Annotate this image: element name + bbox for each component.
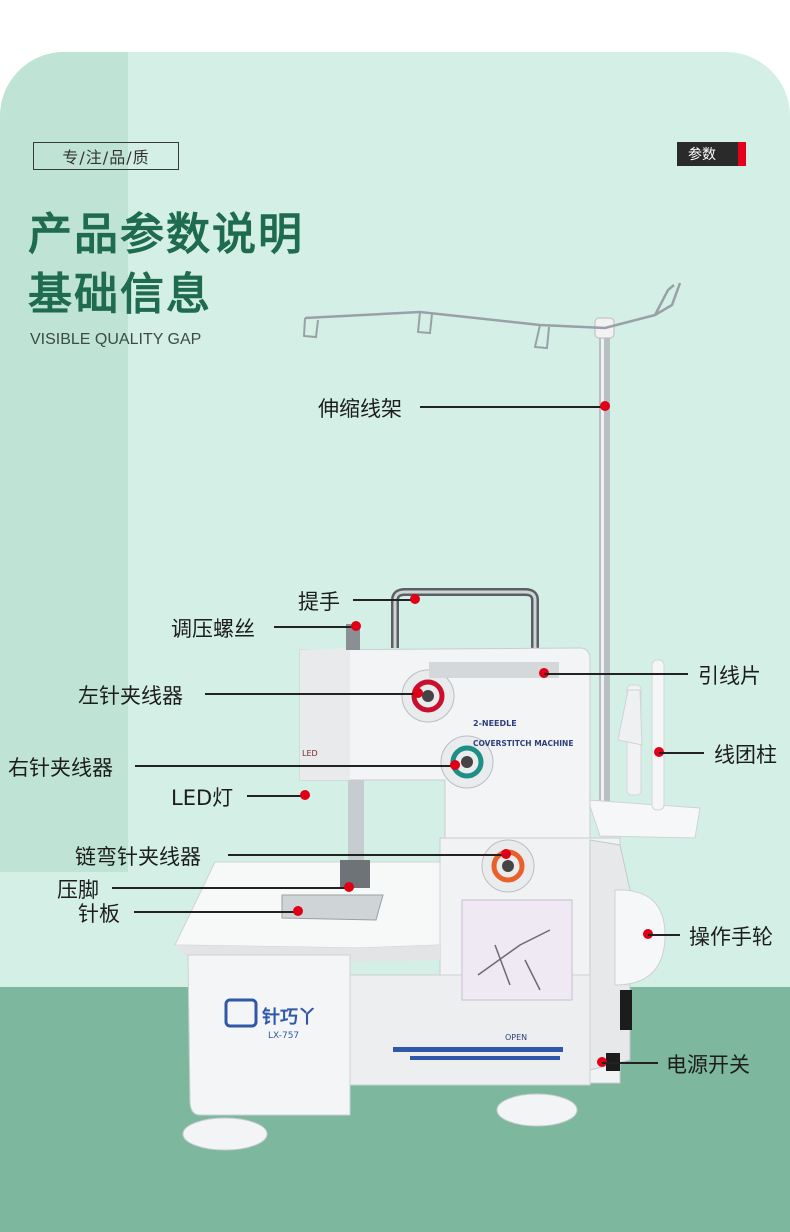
label-left-needle-tension: 左针夹线器 (78, 684, 183, 708)
page-title: 产品参数说明 (28, 209, 304, 260)
marker-spool-stand (600, 401, 610, 411)
label-presser-foot: 压脚 (57, 878, 99, 902)
marker-left-needle-tension (413, 688, 423, 698)
brand-name: 针巧丫 (262, 1006, 316, 1028)
marker-led-light (300, 790, 310, 800)
marker-pressure-screw (351, 621, 361, 631)
leader-handle (353, 599, 415, 601)
machine-body (174, 647, 666, 1151)
leader-handwheel (648, 934, 680, 936)
leader-led-light (247, 795, 305, 797)
marker-presser-foot (344, 882, 354, 892)
tagline: VISIBLE QUALITY GAP (30, 331, 202, 348)
marker-handle (410, 594, 420, 604)
label-handle: 提手 (298, 590, 340, 614)
label-spool-stand: 伸缩线架 (318, 397, 402, 421)
model-name: LX-757 (268, 1031, 299, 1041)
label-thread-guide: 引线片 (698, 664, 761, 688)
leader-presser-foot (112, 887, 349, 889)
carry-handle (391, 588, 539, 648)
background-band (0, 52, 128, 872)
panel-text-1: 2-NEEDLE (473, 719, 517, 728)
brand-logo: 针巧丫 LX-757 (224, 998, 316, 1041)
leader-thread-guide (544, 673, 688, 675)
marker-needle-plate (293, 906, 303, 916)
open-mark: OPEN (505, 1033, 527, 1042)
marker-looper-tension (501, 849, 511, 859)
label-looper-tension: 链弯针夹线器 (75, 845, 201, 869)
label-spool-pin: 线团柱 (714, 743, 777, 767)
label-right-needle-tension: 右针夹线器 (8, 756, 113, 780)
telescopic-spool-stand (302, 282, 682, 805)
params-badge: 参数 (677, 142, 746, 166)
spool-pins (587, 659, 701, 839)
led-mark: LED (302, 749, 318, 758)
leader-needle-plate (134, 911, 298, 913)
leader-spool-stand (420, 406, 605, 408)
label-led-light: LED灯 (171, 786, 234, 810)
panel-text-2: COVERSTITCH MACHINE (473, 739, 573, 748)
leader-left-needle-tension (205, 693, 418, 695)
label-power-switch: 电源开关 (666, 1053, 750, 1077)
page-subtitle-heading: 基础信息 (28, 269, 212, 320)
leader-right-needle-tension (135, 765, 455, 767)
leader-pressure-screw (274, 626, 356, 628)
label-pressure-screw: 调压螺丝 (171, 617, 255, 641)
label-handwheel: 操作手轮 (689, 925, 773, 949)
leader-spool-pin (659, 752, 704, 754)
marker-right-needle-tension (450, 760, 460, 770)
leader-power-switch (602, 1062, 658, 1064)
section-tag: 专/注/品/质 (33, 142, 179, 170)
leader-looper-tension (228, 854, 506, 856)
label-needle-plate: 针板 (78, 902, 120, 926)
